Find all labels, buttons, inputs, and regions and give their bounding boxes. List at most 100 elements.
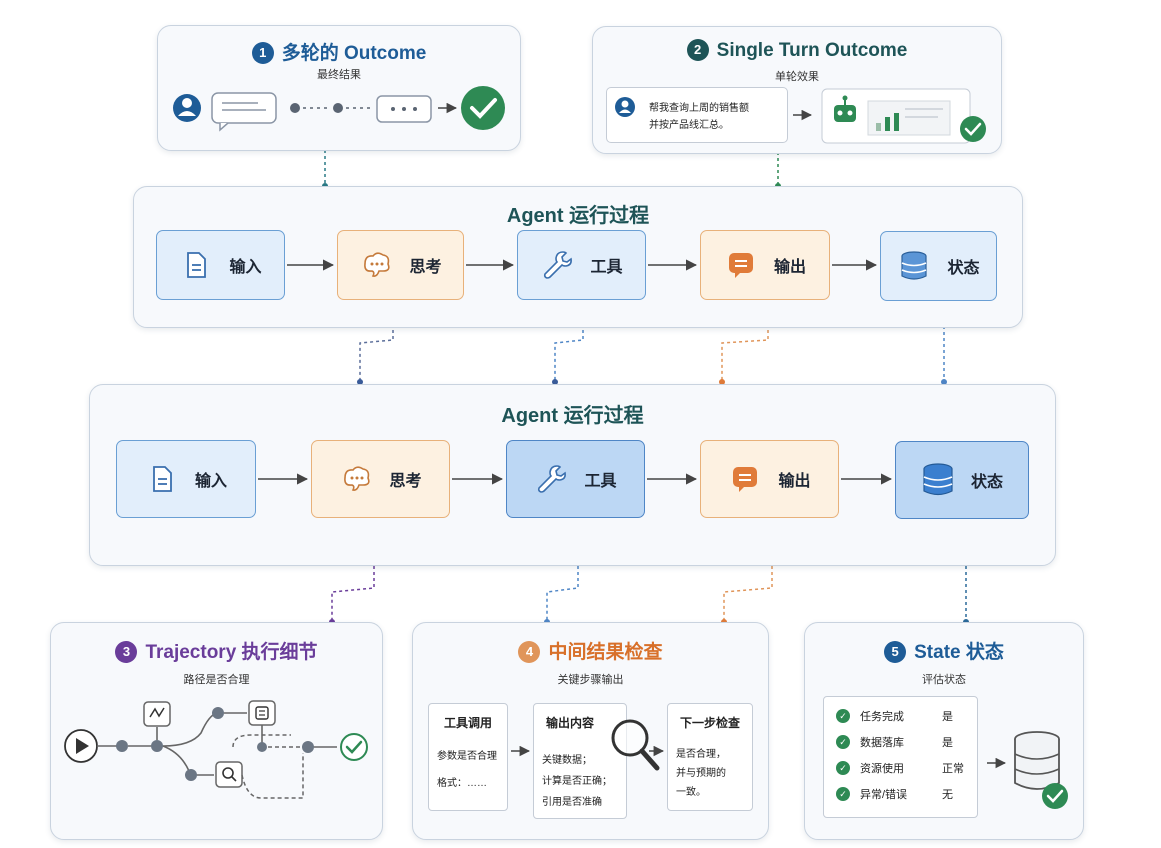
step-number-badge: 5 — [884, 641, 907, 663]
card-subtitle: 关键步骤输出 — [557, 674, 624, 686]
thought-icon — [339, 462, 373, 496]
stage2-node-input[interactable]: 输入 — [116, 440, 256, 518]
check-icon: ✓ — [836, 787, 850, 801]
box-line: 是否合理， — [676, 749, 726, 760]
step-number-badge: 3 — [115, 641, 138, 663]
box-line: 参数是否合理 — [437, 751, 497, 762]
wrench-icon — [540, 248, 574, 282]
wrench-icon — [534, 462, 568, 496]
state-row: ✓ 任务完成 是 — [836, 703, 965, 729]
stage1-node-tool[interactable]: 工具 — [517, 230, 646, 300]
card-title: 中间结果检查 — [548, 642, 663, 663]
next-step-box: 下一步检查 是否合理， 并与预期的 一致。 — [667, 703, 753, 811]
state-row: ✓ 资源使用 正常 — [836, 755, 965, 781]
stage1-node-state[interactable]: 状态 — [880, 231, 997, 301]
user-icon — [615, 97, 635, 117]
stage2-node-tool[interactable]: 工具 — [506, 440, 645, 518]
list-node-icon — [248, 700, 276, 726]
state-value: 正常 — [942, 763, 964, 775]
state-checklist: ✓任务完成是 ✓数据落库是 ✓资源使用正常 ✓异常/错误无 — [823, 696, 978, 818]
stage-title: Agent 运行过程 — [506, 205, 650, 227]
stage2-node-think[interactable]: 思考 — [311, 440, 450, 518]
state-row: ✓ 异常/错误 无 — [836, 781, 965, 807]
card-subtitle: 路径是否合理 — [183, 674, 250, 686]
step-number-badge: 4 — [518, 641, 541, 663]
box-title: 工具调用 — [443, 716, 492, 730]
card-title: 多轮的 Outcome — [281, 43, 427, 64]
check-icon: ✓ — [836, 735, 850, 749]
node-label: 输入 — [194, 473, 227, 490]
state-value: 无 — [942, 789, 953, 801]
card-subtitle: 单轮效果 — [775, 71, 819, 83]
stage1-node-input[interactable]: 输入 — [156, 230, 285, 300]
node-label: 输出 — [773, 259, 806, 276]
box-line: 计算是否正确； — [542, 776, 612, 787]
trajectory-graph — [64, 700, 368, 799]
node-label: 输入 — [229, 259, 262, 276]
state-label: 数据落库 — [860, 737, 904, 749]
card-subtitle: 评估状态 — [922, 674, 966, 686]
query-line: 并按产品线汇总。 — [649, 120, 729, 131]
message-icon — [728, 462, 762, 496]
success-check-icon — [960, 116, 986, 142]
box-line: 一致。 — [676, 787, 706, 798]
box-line: 引用是否准确 — [542, 797, 602, 808]
node-label: 思考 — [389, 473, 422, 490]
node-label: 状态 — [970, 474, 1003, 491]
single-turn-outcome-card: 2 Single Turn Outcome 单轮效果 帮我查询上周的销售额 并按产… — [592, 26, 1002, 154]
state-label: 资源使用 — [860, 763, 904, 775]
document-icon — [179, 248, 213, 282]
user-icon — [173, 94, 201, 122]
success-check-icon — [461, 86, 505, 130]
step-number-badge: 1 — [251, 42, 274, 64]
box-line: 关键数据； — [542, 755, 592, 766]
box-line: 并与预期的 — [676, 768, 726, 779]
success-check-icon — [340, 733, 368, 761]
magnifier-icon — [611, 719, 660, 771]
robot-icon — [834, 95, 856, 122]
card-title: Trajectory 执行细节 — [145, 642, 318, 663]
intermediate-check-card: 4 中间结果检查 关键步骤输出 工具调用 参数是否合理 格式：…… 输出内容 关键… — [412, 622, 769, 840]
step-number-badge: 2 — [686, 39, 709, 61]
stage-title: Agent 运行过程 — [501, 405, 644, 427]
node-label: 工具 — [584, 473, 617, 490]
tool-call-box: 工具调用 参数是否合理 格式：…… — [428, 703, 508, 811]
query-box: 帮我查询上周的销售额 并按产品线汇总。 — [606, 87, 788, 143]
state-label: 任务完成 — [860, 711, 904, 723]
node-label: 状态 — [947, 260, 980, 277]
bar-chart-icon — [867, 100, 951, 136]
message-icon — [724, 248, 758, 282]
card-subtitle: 最终结果 — [317, 69, 361, 81]
node-label: 工具 — [590, 259, 623, 276]
box-title: 输出内容 — [546, 716, 595, 730]
multi-turn-outcome-card: 1 多轮的 Outcome 最终结果 — [157, 25, 521, 151]
card-title: Single Turn Outcome — [716, 40, 908, 61]
output-content-box: 输出内容 关键数据； 计算是否正确； 引用是否准确 — [533, 703, 627, 819]
state-row: ✓ 数据落库 是 — [836, 729, 965, 755]
stage2-node-state[interactable]: 状态 — [895, 441, 1029, 519]
card-title: State 状态 — [914, 642, 1004, 663]
trajectory-card: 3 Trajectory 执行细节 路径是否合理 — [50, 622, 383, 840]
state-value: 是 — [942, 711, 953, 723]
node-label: 思考 — [409, 259, 442, 276]
chat-bubble-icon — [211, 92, 277, 132]
state-value: 是 — [942, 737, 953, 749]
box-title: 下一步检查 — [679, 716, 740, 730]
check-icon: ✓ — [836, 709, 850, 723]
success-check-icon — [1042, 783, 1068, 809]
query-line: 帮我查询上周的销售额 — [649, 103, 749, 114]
check-icon: ✓ — [836, 761, 850, 775]
stage2-node-output[interactable]: 输出 — [700, 440, 839, 518]
state-label: 异常/错误 — [860, 789, 908, 801]
box-line: 格式：…… — [437, 778, 487, 789]
stage1-node-output[interactable]: 输出 — [700, 230, 830, 300]
search-node-icon — [215, 761, 243, 788]
database-icon — [1014, 731, 1060, 790]
stage1-node-think[interactable]: 思考 — [337, 230, 464, 300]
typing-bubble-icon — [376, 95, 432, 123]
turns-dots-icon — [290, 103, 370, 113]
database-icon — [897, 249, 931, 283]
